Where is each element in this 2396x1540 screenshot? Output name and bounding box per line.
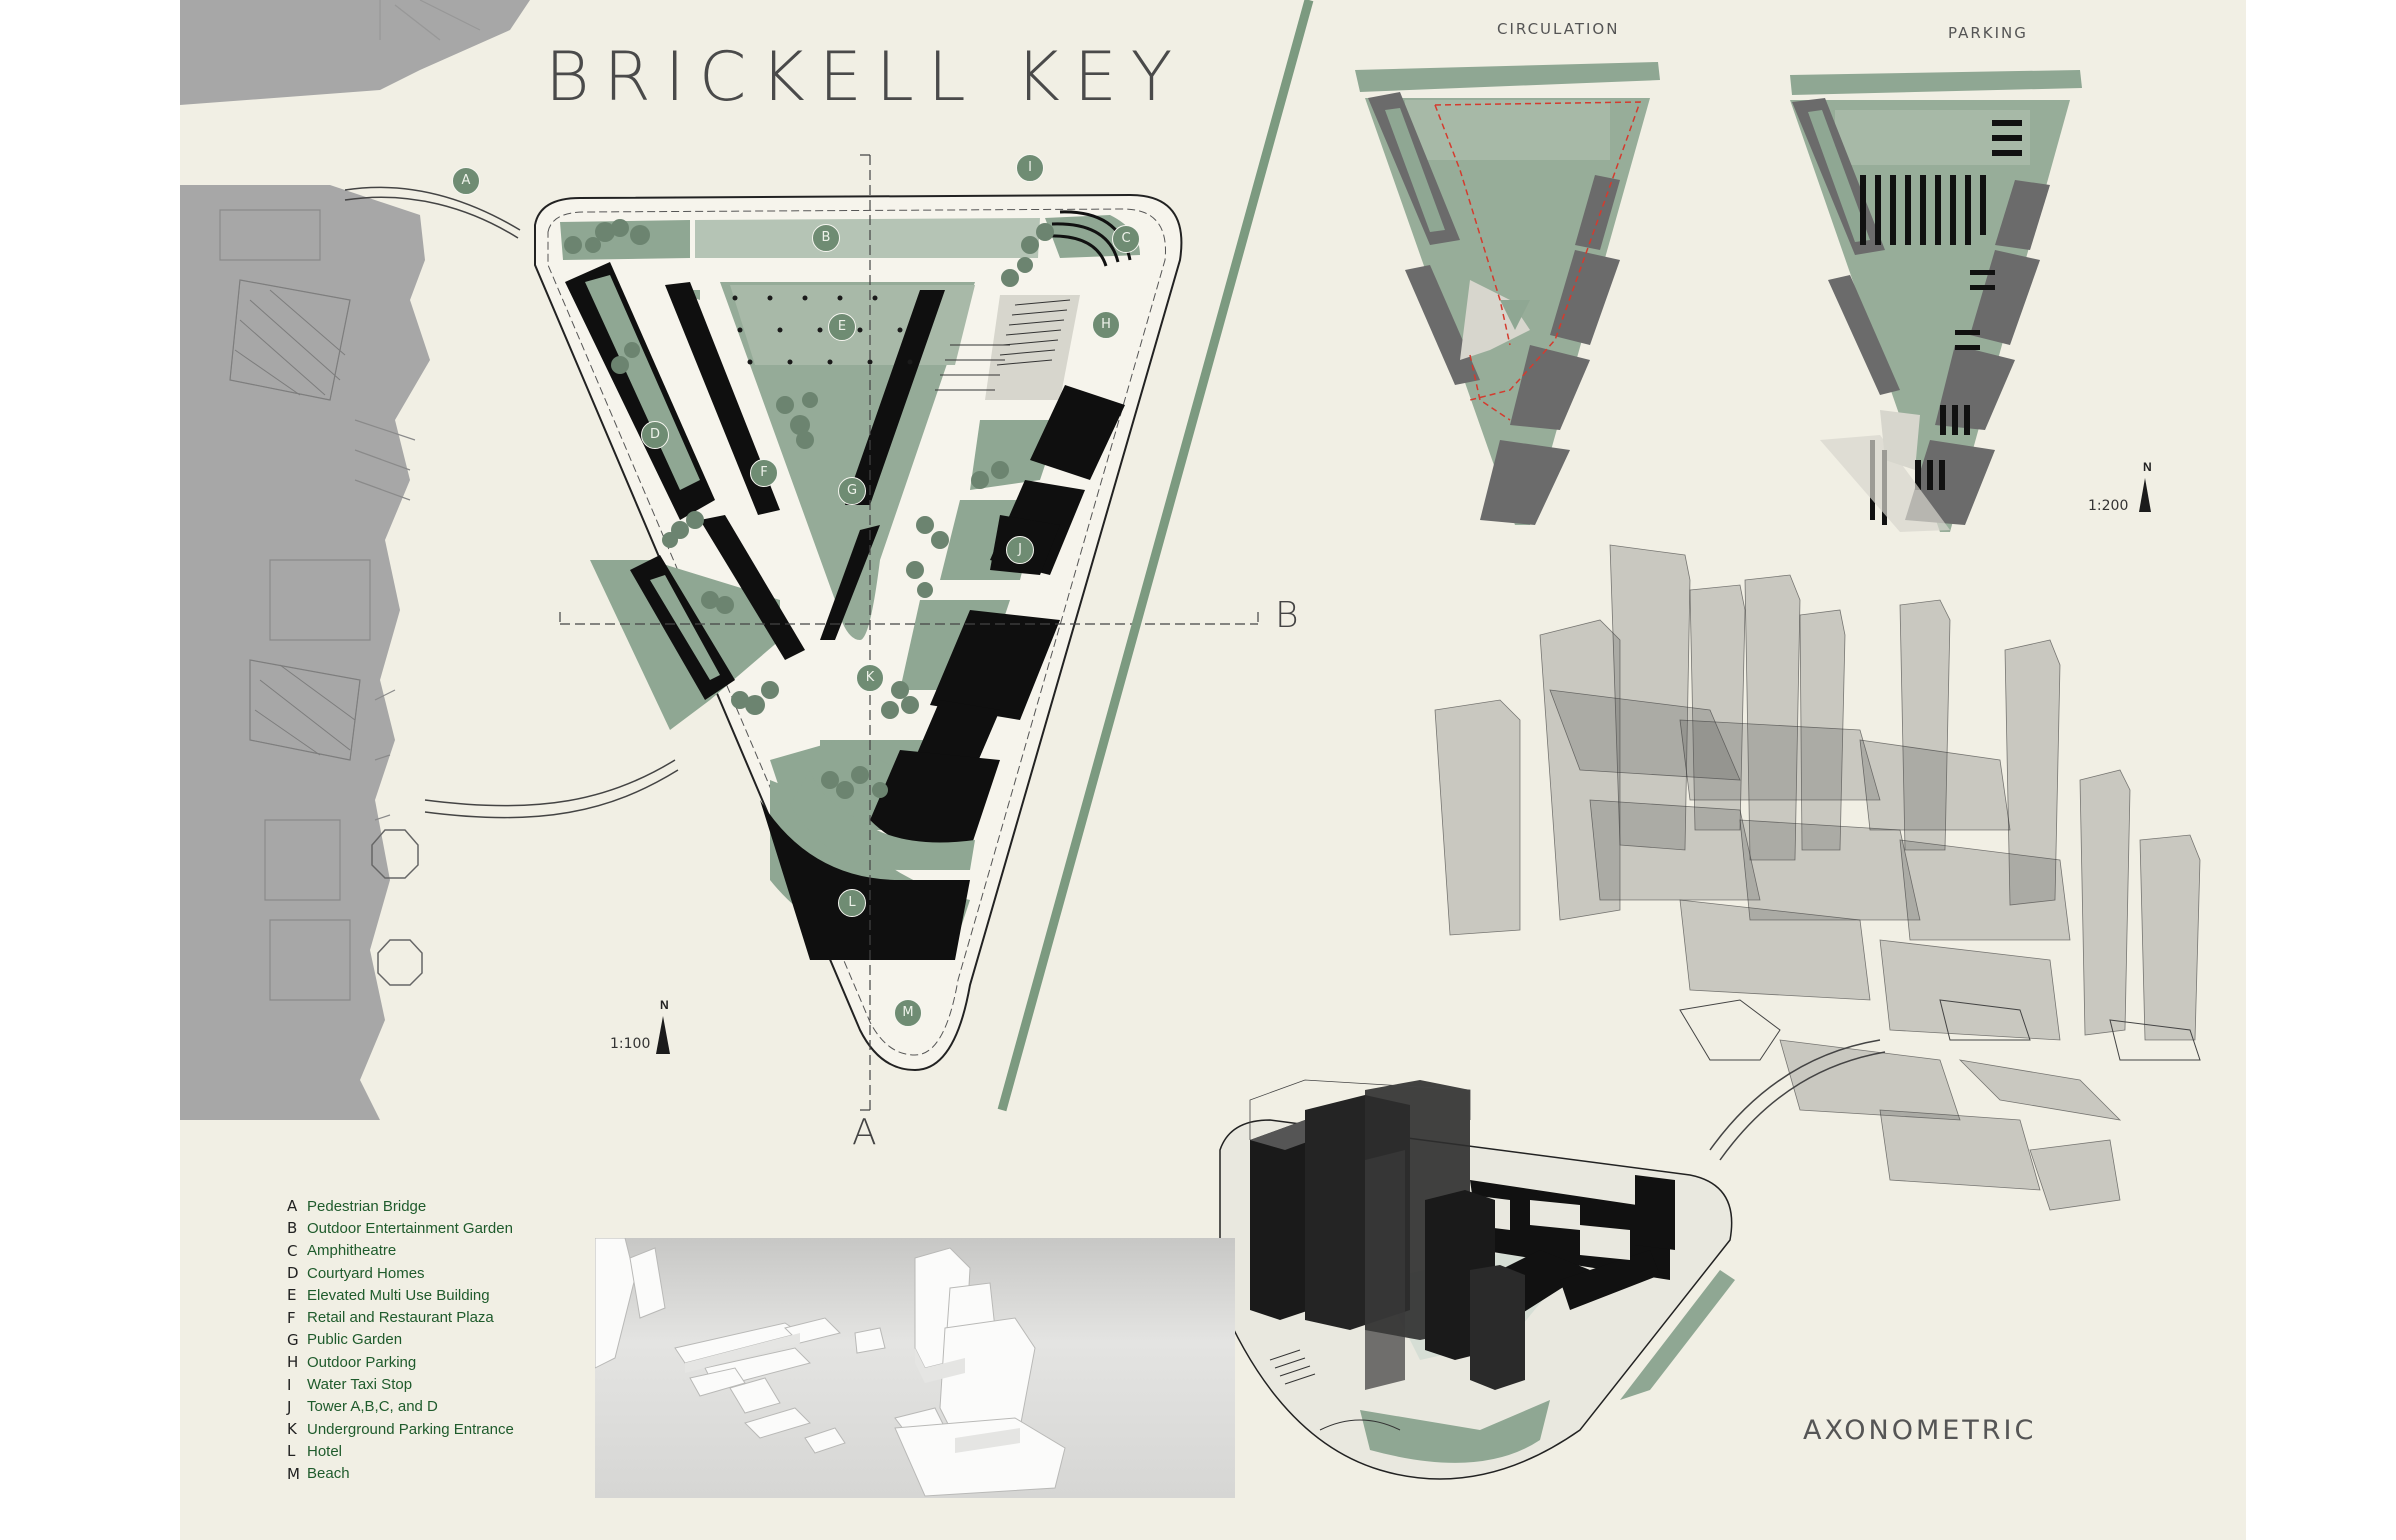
board-drawing [180, 0, 2201, 1480]
legend-row: C Amphitheatre [287, 1240, 514, 1262]
section-b-label: B [1275, 595, 1299, 636]
massing-render [595, 1238, 1235, 1498]
legend-label: Hotel [307, 1442, 343, 1460]
circulation-title: CIRCULATION [1497, 20, 1620, 38]
marker-b: B [812, 224, 840, 252]
legend-row: I Water Taxi Stop [287, 1373, 514, 1395]
marker-d: D [641, 421, 669, 449]
marker-h: H [1092, 311, 1120, 339]
legend-row: D Courtyard Homes [287, 1262, 514, 1284]
legend-key: L [287, 1442, 296, 1461]
legend-label: Water Taxi Stop [307, 1376, 413, 1394]
legend-row: F Retail and Restaurant Plaza [287, 1306, 514, 1328]
mainland [180, 0, 530, 1120]
legend-key: F [287, 1308, 296, 1327]
marker-i: I [1016, 154, 1044, 182]
massing-render-drawing [595, 1238, 1066, 1497]
site-plan-north-label: N [660, 998, 669, 1012]
marker-e: E [828, 313, 856, 341]
site-buildings [565, 262, 1125, 960]
trees [564, 219, 1054, 799]
axonometric-title: AXONOMETRIC [1803, 1415, 2037, 1446]
legend-key: I [287, 1375, 292, 1394]
legend-label: Pedestrian Bridge [307, 1197, 427, 1215]
legend-label: Retail and Restaurant Plaza [307, 1309, 494, 1327]
mini-plan-scale: 1:200 [2088, 498, 2129, 514]
marker-m: M [894, 999, 922, 1027]
marker-a: A [452, 167, 480, 195]
mini-plan-north-label: N [2143, 460, 2152, 474]
north-arrow-icon [656, 1016, 670, 1054]
legend-key: G [287, 1330, 299, 1349]
axonometric-towers [1249, 1079, 1525, 1390]
legend-label: Courtyard Homes [307, 1264, 425, 1282]
legend-key: D [287, 1264, 299, 1283]
legend-key: E [287, 1286, 297, 1305]
legend-label: Public Garden [307, 1331, 403, 1349]
parking-stalls [935, 299, 1071, 391]
parking-title: PARKING [1948, 24, 2028, 42]
legend-row: L Hotel [287, 1440, 514, 1462]
legend-row: K Underground Parking Entrance [287, 1418, 514, 1440]
legend-row: B Outdoor Entertainment Garden [287, 1217, 514, 1239]
marker-g: G [838, 477, 866, 505]
legend-label: Amphitheatre [307, 1242, 397, 1260]
page-title: BRICKELL KEY [545, 38, 1187, 117]
axonometric-context [1434, 544, 2201, 1211]
legend-row: M Beach [287, 1463, 514, 1485]
legend-label: Tower A,B,C, and D [307, 1398, 438, 1416]
legend-row: G Public Garden [287, 1329, 514, 1351]
presentation-board: BRICKELL KEY CIRCULATION PARKING AXONOME… [180, 0, 2246, 1540]
section-a-label: A [852, 1112, 877, 1153]
axonometric-site-outline [1679, 999, 2201, 1061]
section-lines [559, 154, 1259, 1111]
legend-label: Outdoor Parking [307, 1353, 417, 1371]
legend-key: B [287, 1219, 298, 1238]
legend-row: E Elevated Multi Use Building [287, 1284, 514, 1306]
circulation-plan [1355, 62, 1660, 525]
legend-key: H [287, 1353, 299, 1372]
site-plan-scale: 1:100 [610, 1036, 651, 1052]
marker-j: J [1006, 536, 1034, 564]
legend-key: J [287, 1397, 292, 1416]
marker-l: L [838, 889, 866, 917]
parking-plan [1790, 70, 2082, 532]
marker-f: F [750, 459, 778, 487]
legend-row: H Outdoor Parking [287, 1351, 514, 1373]
north-arrow-icon [2139, 478, 2151, 512]
legend-key: C [287, 1241, 298, 1260]
legend-label: Elevated Multi Use Building [307, 1286, 490, 1304]
marker-c: C [1112, 225, 1140, 253]
legend-label: Underground Parking Entrance [307, 1420, 514, 1438]
marker-k: K [856, 664, 884, 692]
legend-label: Outdoor Entertainment Garden [307, 1219, 513, 1237]
legend-label: Beach [307, 1465, 350, 1483]
legend-row: A Pedestrian Bridge [287, 1195, 514, 1217]
legend-key: A [287, 1197, 298, 1216]
legend-key: K [287, 1420, 297, 1439]
legend-key: M [287, 1464, 300, 1483]
legend-row: J Tower A,B,C, and D [287, 1396, 514, 1418]
divider-line [997, 0, 1314, 1112]
legend: A Pedestrian Bridge B Outdoor Entertainmen… [287, 1195, 514, 1485]
